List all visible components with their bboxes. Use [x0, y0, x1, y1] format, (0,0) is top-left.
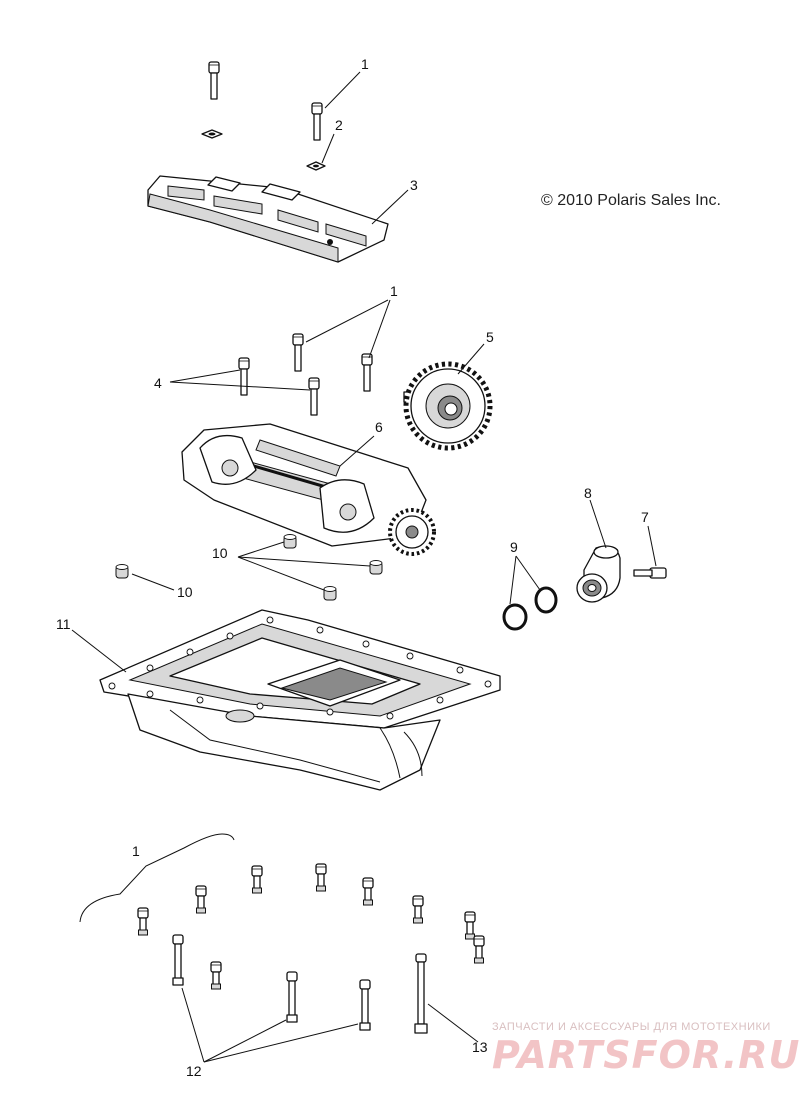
callout-7: 7 [641, 509, 649, 525]
fitting-bolt [633, 567, 667, 579]
callout-6: 6 [375, 419, 383, 435]
pump-bolt-1 [292, 333, 304, 372]
dowel-1 [283, 534, 297, 549]
pan-bolt-8 [473, 935, 485, 964]
callout-1-mid: 1 [390, 283, 398, 299]
o-ring-2 [534, 586, 558, 614]
pan-bolt-3 [195, 885, 207, 914]
top-bolt-right [311, 102, 323, 141]
long-bolt-1 [172, 934, 184, 986]
callout-3: 3 [410, 177, 418, 193]
callout-11: 11 [56, 616, 71, 632]
callout-13: 13 [472, 1039, 488, 1055]
washer-right [306, 161, 326, 171]
callout-1-bottom: 1 [132, 843, 140, 859]
baffle-plate [147, 175, 389, 263]
watermark-brand: PARTSFOR.RU [492, 1033, 800, 1077]
long-bolt-3 [359, 979, 371, 1031]
callout-8: 8 [584, 485, 592, 501]
drive-gear [403, 361, 493, 451]
oil-pump [181, 423, 436, 556]
callout-1-top: 1 [361, 56, 369, 72]
dowel-3 [323, 586, 337, 601]
callout-12: 12 [186, 1063, 202, 1079]
callout-10-group: 10 [212, 545, 228, 561]
callout-2: 2 [335, 117, 343, 133]
long-bolt-2 [286, 971, 298, 1023]
pickup-fitting [576, 545, 621, 603]
pan-bolt-5 [137, 907, 149, 936]
pan-bolt-7 [464, 911, 476, 940]
o-ring-1 [502, 603, 528, 631]
pan-bolt-4 [362, 877, 374, 906]
pump-bolt-3 [238, 357, 250, 396]
callout-4: 4 [154, 375, 162, 391]
pan-bolt-2 [315, 863, 327, 892]
pump-bolt-4 [308, 377, 320, 416]
callout-9: 9 [510, 539, 518, 555]
pump-bolt-2 [361, 353, 373, 392]
extra-long-bolt [414, 953, 428, 1034]
pan-bolt-6 [412, 895, 424, 924]
dowel-4 [115, 564, 129, 579]
watermark-tagline: ЗАПЧАСТИ И АКСЕССУАРЫ ДЛЯ МОТОТЕХНИКИ [492, 1021, 771, 1033]
leader-lines [71, 71, 657, 1063]
top-bolt-left [208, 61, 220, 100]
pan-bolt-1 [251, 865, 263, 894]
pan-bolt-9 [210, 961, 222, 990]
dowel-2 [369, 560, 383, 575]
oil-pan [99, 609, 501, 791]
callout-5: 5 [486, 329, 494, 345]
copyright-notice: © 2010 Polaris Sales Inc. [541, 192, 721, 209]
callout-10-single: 10 [177, 584, 193, 600]
washer-left [201, 129, 223, 139]
